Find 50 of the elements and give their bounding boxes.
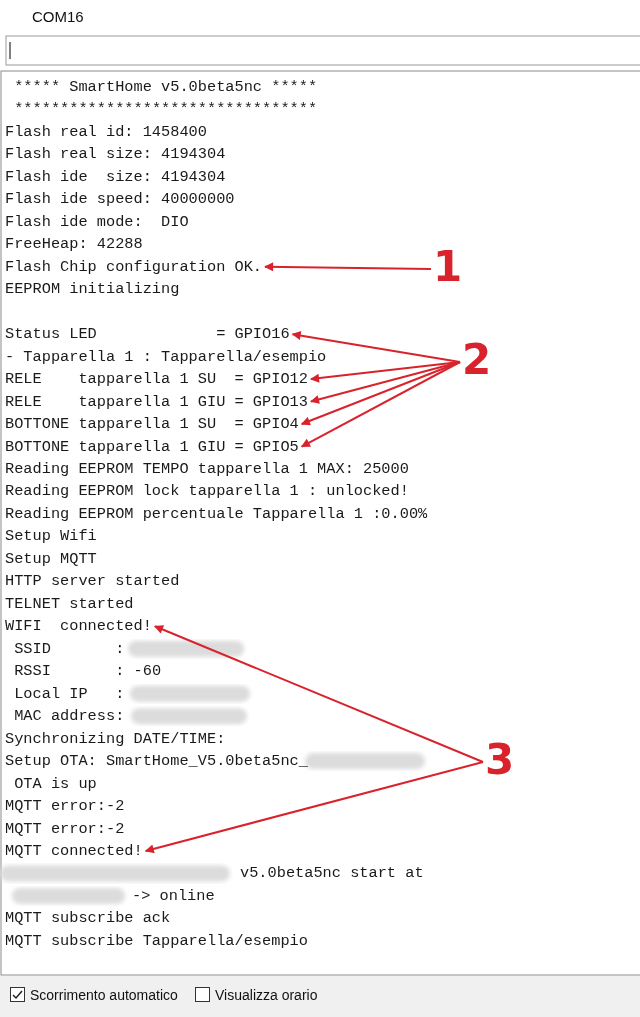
console-line: FreeHeap: 42288 — [5, 234, 143, 256]
callout-number: 1 — [433, 245, 463, 289]
console-line: ***** SmartHome v5.0beta5nc ***** — [14, 77, 318, 98]
console-line: Flash ide mode: DIO — [5, 211, 189, 233]
console-line: RELE tapparella 1 SU = GPIO12 — [5, 368, 308, 391]
console-line: RSSI : -60 — [14, 661, 162, 683]
console-line: v5.0beta5nc start at — [240, 863, 424, 885]
arrow — [153, 625, 484, 763]
console-line: OTA is up — [14, 773, 97, 795]
console-line: MAC address: — [14, 706, 125, 728]
console-line: Flash ide size: 4194304 — [5, 166, 226, 188]
arrow — [300, 361, 461, 448]
console-line: Setup OTA: SmartHome_V5.0beta5nc_ — [5, 751, 308, 773]
callout-number: 2 — [462, 338, 492, 382]
console-line: SSID : — [14, 638, 125, 660]
console-line: Flash real size: 4194304 — [5, 144, 226, 166]
console-line: Setup MQTT — [5, 548, 97, 570]
arrow — [264, 262, 432, 272]
arrow — [144, 761, 484, 854]
console-line: -> online — [132, 885, 215, 907]
console-line: MQTT error:-2 — [5, 818, 125, 840]
console-line: MQTT connected! — [5, 839, 143, 862]
console-line: Setup Wifi — [5, 526, 97, 548]
console-line: Local IP : — [14, 683, 125, 705]
console-line: WIFI connected! — [5, 615, 152, 638]
console-line: Flash Chip configuration OK. — [5, 255, 263, 278]
console-line: Reading EEPROM TEMPO tapparella 1 MAX: 25000 — [5, 459, 409, 480]
console-line: TELNET started — [5, 593, 134, 615]
console-line: MQTT error:-2 — [5, 796, 125, 818]
checkbox-label: Visualizza orario — [215, 987, 318, 1003]
window-title: COM16 — [32, 8, 84, 25]
checkbox-label: Scorrimento automatico — [30, 987, 178, 1003]
console-line: BOTTONE tapparella 1 GIU = GPIO5 — [5, 435, 299, 458]
console-line: MQTT subscribe Tapparella/esempio — [5, 930, 308, 952]
console-line: ********************************* — [14, 99, 318, 121]
arrow — [309, 361, 461, 404]
console-line: Status LED = GPIO16 — [5, 323, 290, 346]
console-line: MQTT subscribe ack — [5, 908, 171, 930]
console-line: HTTP server started — [5, 571, 180, 593]
console-line: Synchronizing DATE/TIME: — [5, 728, 226, 750]
console-line: RELE tapparella 1 GIU = GPIO13 — [5, 390, 308, 413]
console-line: Reading EEPROM lock tapparella 1 : unlocked! — [5, 481, 409, 503]
arrow — [309, 361, 461, 383]
console-line: - Tapparella 1 : Tapparella/esempio — [5, 346, 327, 368]
console-line: BOTTONE tapparella 1 SU = GPIO4 — [5, 413, 299, 436]
console-line: Flash ide speed: 40000000 — [5, 189, 235, 211]
console-line: Flash real id: 1458400 — [5, 121, 207, 143]
console-line: Reading EEPROM percentuale Tapparella 1 :0.00% — [5, 503, 428, 525]
callout-number: 3 — [485, 738, 515, 782]
console-line: EEPROM initializing — [5, 279, 180, 301]
